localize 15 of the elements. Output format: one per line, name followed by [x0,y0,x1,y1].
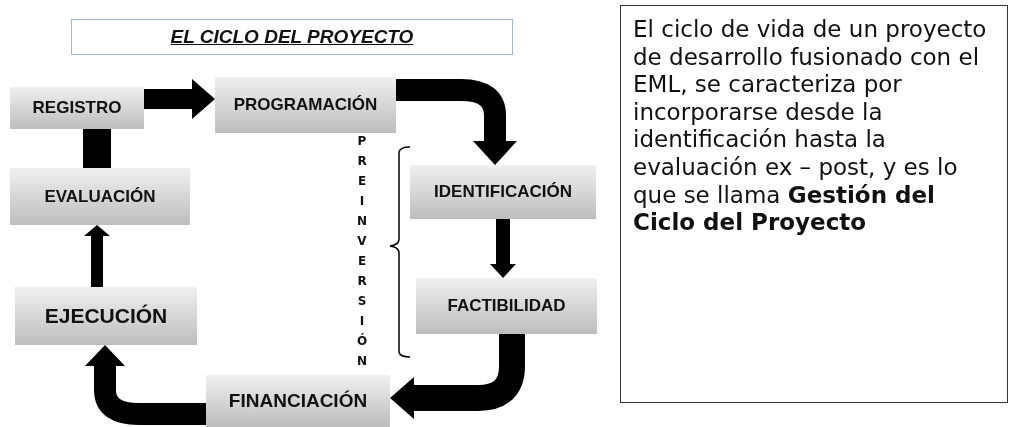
block-arrow [490,219,516,278]
stage-box: REGISTRO [10,87,144,129]
stage-box: EJECUCIÓN [15,287,197,345]
stage-box: FACTIBILIDAD [416,278,597,334]
text-box [620,5,1008,403]
block-arrow [85,345,206,425]
vertical-label: PREINVERSIÓN [356,133,368,370]
stage-box: IDENTIFICACIÓN [410,165,596,219]
title: EL CICLO DEL PROYECTO [71,19,513,55]
stage-box: PROGRAMACIÓN [215,77,396,133]
block-arrow [144,79,215,119]
description-text: El ciclo de vida de un proyecto de desarrollo fusionado con el EML, se caracteriza por incorporarse desde la identificación hasta la evaluación ex – post, y es lo que se llama Gestión del Ciclo del Proyecto [633,16,987,236]
stage-box: FINANCIACIÓN [206,375,390,427]
block-arrow [84,225,110,287]
stage-box: EVALUACIÓN [10,168,190,225]
